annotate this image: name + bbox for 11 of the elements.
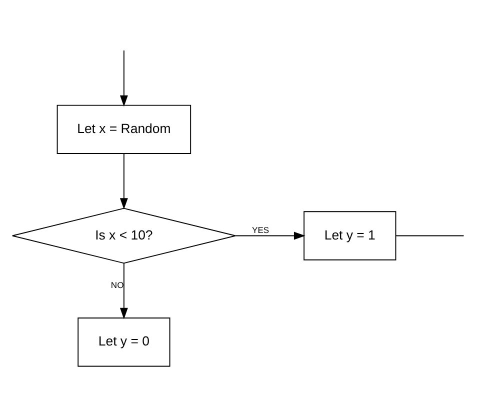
arrow [120, 50, 128, 107]
edge-label: YES [252, 225, 270, 236]
edge-label: NO [110, 280, 124, 290]
arrow [120, 153, 128, 210]
node-box: Let y = 1 [304, 211, 396, 260]
node-box: Let x = Random [56, 104, 192, 154]
node-diamond: Is x < 10? [12, 208, 236, 264]
connector [395, 235, 464, 236]
arrow [235, 232, 306, 240]
arrow [120, 262, 128, 320]
node-box: Let y = 0 [78, 318, 170, 367]
